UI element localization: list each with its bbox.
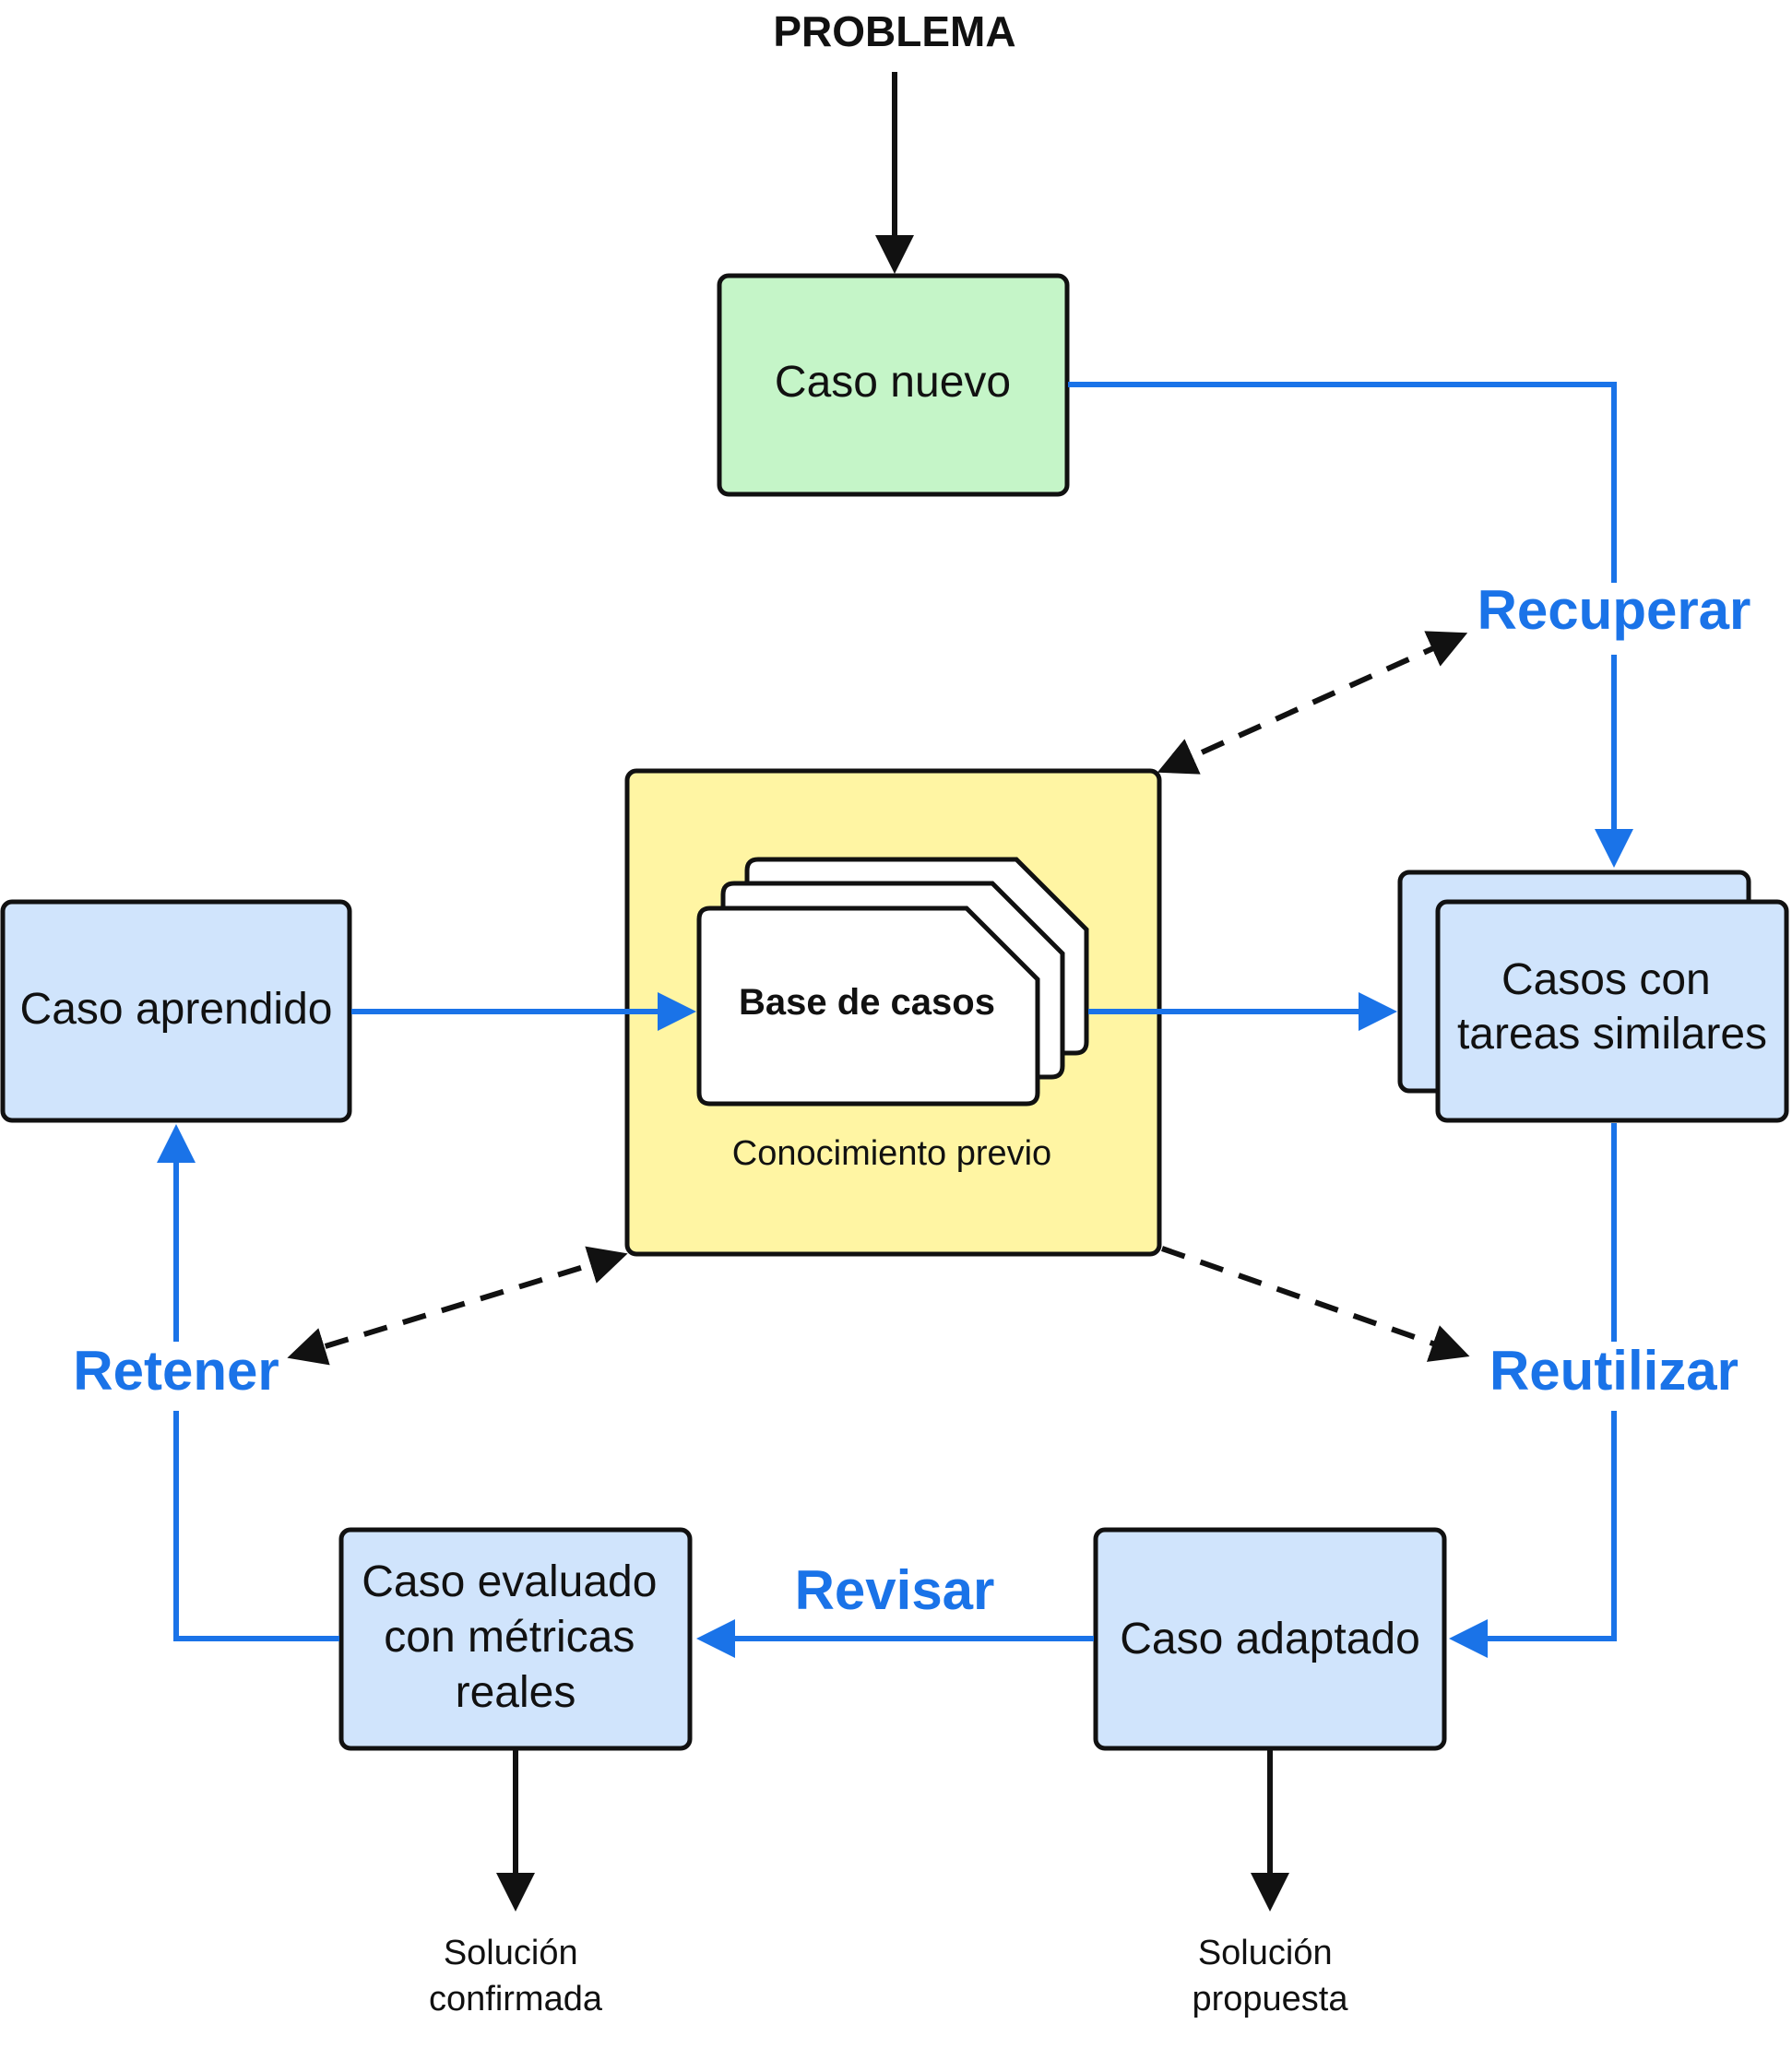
casos-similares-label: Casos con tareas similares xyxy=(1457,955,1767,1059)
caso-aprendido-label: Caso aprendido xyxy=(20,985,333,1034)
reutilizar-line-bottom xyxy=(1449,1411,1617,1658)
solucion-propuesta-label: Solución propuesta xyxy=(1192,1934,1348,2018)
dashed-retener-arrow xyxy=(287,1246,628,1366)
caso-evaluado-line-3: reales xyxy=(456,1668,576,1717)
retener-step-label: Retener xyxy=(73,1340,279,1402)
caso-evaluado-line-2: con métricas xyxy=(384,1613,635,1662)
case-card-front xyxy=(696,906,1040,1107)
caso-evaluado-label: Caso evaluado con métricas reales xyxy=(362,1557,670,1717)
problema-title: PROBLEMA xyxy=(773,7,1015,55)
conocimiento-previo-label: Conocimiento previo xyxy=(732,1134,1051,1173)
recuperar-line-top xyxy=(1068,382,1617,583)
solucion-confirmada-label: Solución confirmada xyxy=(429,1934,603,2018)
recuperar-step-label: Recuperar xyxy=(1478,579,1751,641)
solucion-propuesta-line-1: Solución xyxy=(1198,1934,1333,1972)
caso-aprendido-node: Caso aprendido xyxy=(0,899,352,1123)
caso-evaluado-line-1: Caso evaluado xyxy=(362,1557,657,1606)
dashed-reutilizar-arrow xyxy=(1161,1246,1470,1362)
caso-adaptado-label: Caso adaptado xyxy=(1120,1615,1420,1663)
solucion-propuesta-line-2: propuesta xyxy=(1192,1980,1348,2018)
retener-line-bottom xyxy=(173,1411,339,1641)
casos-similares-line-1: Casos con xyxy=(1501,955,1711,1004)
caso-adaptado-node: Caso adaptado xyxy=(1093,1527,1447,1751)
casos-similares-line-2: tareas similares xyxy=(1457,1010,1767,1059)
solucion-confirmada-line-2: confirmada xyxy=(429,1980,603,2018)
reutilizar-step-label: Reutilizar xyxy=(1489,1340,1739,1402)
casos-similares-node: Casos con tareas similares xyxy=(1397,870,1789,1123)
revisar-step-label: Revisar xyxy=(795,1559,995,1621)
caso-evaluado-node: Caso evaluado con métricas reales xyxy=(338,1527,693,1751)
caso-nuevo-label: Caso nuevo xyxy=(775,358,1011,407)
solucion-confirmada-line-1: Solución xyxy=(444,1934,578,1972)
conocimiento-previo-node: Base de casos Conocimiento previo xyxy=(624,768,1162,1257)
dashed-recuperar-arrow xyxy=(1157,631,1468,775)
base-de-casos-label: Base de casos xyxy=(739,982,995,1023)
caso-nuevo-node: Caso nuevo xyxy=(717,273,1070,497)
